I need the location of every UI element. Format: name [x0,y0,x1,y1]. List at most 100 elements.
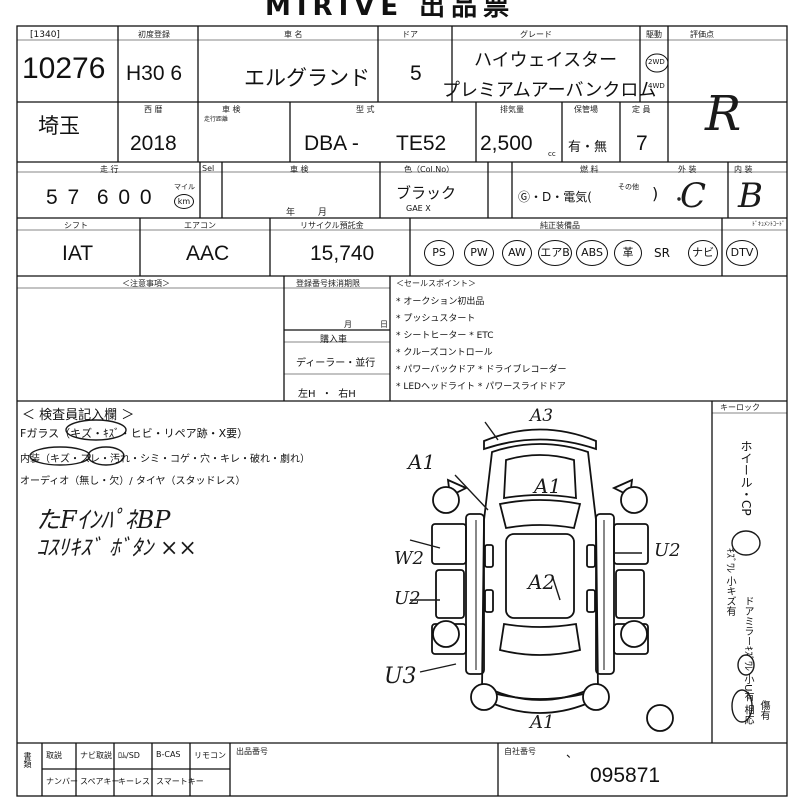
equip-dtv: DTV [726,240,758,266]
lot-number: 10276 [22,52,106,85]
right-text-3: ドアミラーｷｽﾞﾜﾚ 小U有 相応 [742,596,753,725]
prefecture-value: 埼玉 [38,115,80,138]
mileage-unit-caption: Sel [202,164,215,173]
sales-point-3: * シートヒーター * ETC [396,331,494,341]
sales-points-caption: ＜セールスポイント＞ [396,279,476,288]
drive-4wd: 4WD [648,82,665,90]
drive-2wd: 2WD [648,58,665,66]
exterior-caption: 外 装 [678,165,697,174]
color-caption: 色（Col.No） [404,165,455,174]
capacity-caption: 定 員 [632,105,651,114]
bottom-r1c5: リモコン [194,751,226,760]
mark-a1-top: A1 [534,474,562,498]
capacity-value: 7 [636,132,648,155]
interior-rating: B [738,176,763,216]
type-code: TE52 [396,132,447,155]
inspector-title: ＜ 検査員記入欄 ＞ [22,408,135,423]
inspector-interior: 内装（キズ・スレ・汚れ・シミ・コゲ・穴・キレ・破れ・劇れ） [20,454,310,465]
exterior-rating: C [680,176,707,216]
year-value: 2018 [130,132,177,155]
bottom-r2c2: スペアキー [80,777,120,786]
bottom-r1c1: 取説 [46,751,62,760]
type-caption: 型 式 [356,105,375,114]
sales-point-4: * クルーズコントロール [396,348,493,358]
fuel-options: Ⓖ・D・電気( [518,190,592,204]
recycle-value: 15,740 [310,242,375,265]
reg-month-label: 月 [344,320,352,329]
fuel-other: その他 [618,183,639,191]
tax-status: 有・無 [568,140,608,155]
car-name-caption: 車 名 [284,30,303,39]
drive-caption: 駆動 [646,30,662,39]
right-text-4: 傷有 [758,700,769,720]
inspection2-caption: 車 検 [290,165,309,174]
bottom-r2c3: キーレス [118,777,150,786]
bottom-r1c3: ﾛﾑ/SD [118,751,140,760]
reg-month: 年 月 [286,208,327,218]
grade-caption: グレード [520,30,552,39]
mark-u2-left: U2 [394,588,421,609]
inspector-audio: オーディオ（無し・欠）/ タイヤ（スタッドレス） [20,476,246,487]
equip-pw: PW [464,240,494,266]
bottom-left-caption: 書類 [23,752,32,768]
inspector-handwritten-1: たFｲﾝﾊﾟﾈBP [36,506,171,534]
mark-u2-right: U2 [654,540,681,561]
mark-a3: A3 [530,406,554,426]
sales-point-6: * LEDヘッドライト * パワースライドドア [396,382,566,392]
aircon-value: AAC [186,242,230,265]
keylock-caption: キーロック [720,403,760,412]
rating-caption: 評価点 [690,30,714,39]
notes-caption: ＜注意事項＞ [122,279,170,288]
mileage-mile: マイル [174,183,195,191]
equip-aw: AW [502,240,532,266]
mark-a2: A2 [528,570,556,594]
equip-ps: PS [424,240,454,266]
right-text-2: ｷｽﾞﾜﾚ 小キズ有 [724,548,735,617]
reg-expiry-caption: 登録番号抹消期限 [296,279,360,288]
lot-small: [1340] [30,30,60,40]
bottom-r2c4: スマートキー [156,777,204,786]
bottom-r1c2: ナビ取説 [80,751,112,760]
car-name-value: エルグランド [244,67,370,90]
inspection-note: 走行距離 [204,116,229,123]
receipt-number: 095871 [590,764,661,787]
doors-caption: ドア [402,30,418,39]
purchase-dealer: ディーラー・並行 [296,358,376,369]
mark-w2: W2 [394,548,424,569]
mark-u3: U3 [384,664,417,689]
mileage-caption: 走 行 [100,165,119,174]
shift-caption: シフト [64,221,88,230]
form-title: MIRIVE 出品票 [265,0,516,22]
mark-a1-bottom: A1 [530,712,555,733]
fuel-close: ) [652,184,659,203]
purchase-caption: 購入車 [320,335,348,345]
equip-leather: 革 [614,240,642,266]
receipt-caption: 自社番号 [504,747,536,756]
equip-navi: ナビ [688,240,718,266]
equip-abs: ABS [576,240,608,266]
purchase-steering: 左H ・ 右H [298,389,356,400]
aircon-caption: エアコン [184,221,216,230]
equipment-caption: 純正装備品 [540,221,580,230]
grade-line2: プレミアムアーバンクロム [442,80,657,101]
mark-a1-left: A1 [408,450,436,474]
doors-value: 5 [410,62,422,85]
color-value: ブラック [396,184,457,202]
tax-caption: 保管場 [574,105,598,114]
inspector-handwritten-2: ｺｽﾘｷｽﾞ ﾎﾞﾀﾝ ×× [36,536,197,561]
grade-line1: ハイウェイスター [474,50,618,71]
mileage-value: 5 7 6 0 0 [46,186,154,209]
displacement-caption: 排気量 [500,105,524,114]
overall-rating: R [705,86,742,142]
equip-sr: SR [654,246,670,260]
type-prefix: DBA - [304,132,359,155]
inspector-glass: Fガラス（キズ・ｷｽﾞ・ヒビ・リペア跡・X要） [20,427,249,440]
sales-point-5: * パワーバックドア * ドライブレコーダー [396,365,567,375]
mileage-km-circle: km [174,194,194,209]
displacement-unit: cc [548,150,556,158]
sales-point-2: * プッシュスタート [396,314,476,324]
fuel-caption: 燃 料 [580,165,599,174]
bottom-r2c1: ナンバー [46,777,78,786]
inspection-caption: 車 検 [222,105,241,114]
